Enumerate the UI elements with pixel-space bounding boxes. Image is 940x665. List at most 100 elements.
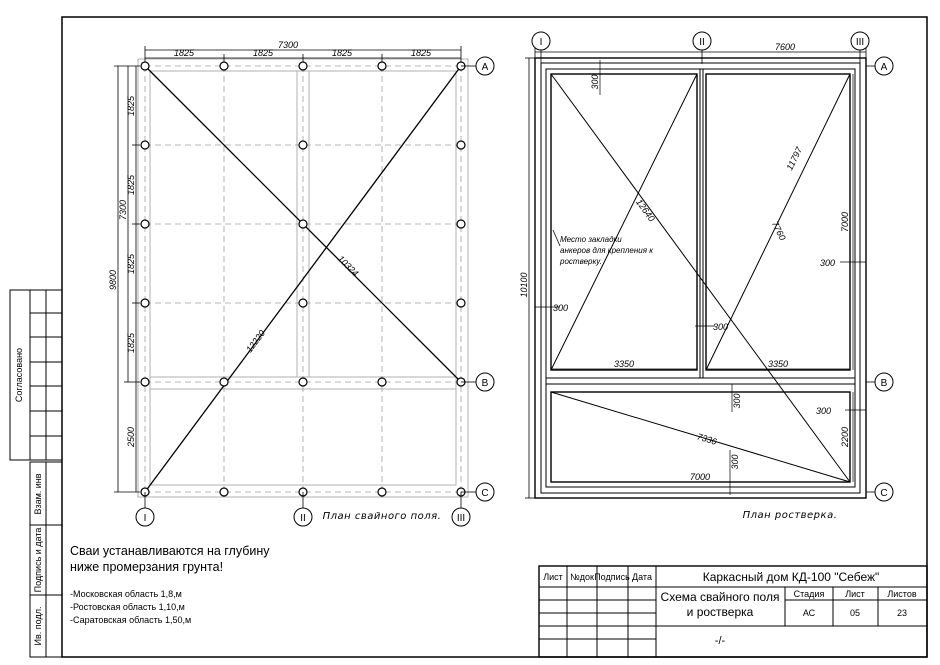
title-col-sheet: Лист (543, 572, 563, 582)
grillage-dim-300-mid: 300 (713, 322, 728, 332)
pile-16 (219, 377, 229, 387)
grillage-span-3350-left: 3350 (614, 359, 634, 369)
title-drawing-line-2: и ростверка (687, 605, 754, 619)
pile-plan-left-overall: 9800 (108, 270, 118, 290)
pile-10 (298, 219, 308, 229)
title-stage-value: АС (803, 608, 816, 618)
axis-label-III-top: III (856, 37, 864, 48)
axis-bubble-II-bottom (293, 507, 313, 527)
pile-plan-top-span-1: 1825 (174, 48, 195, 58)
pile-plan-top-span-3: 1825 (332, 48, 353, 58)
pile-plan-left-overall-mid: 7300 (118, 200, 128, 220)
pile-plan-top-span-4: 1825 (411, 48, 432, 58)
pile-plan-top-span-2: 1825 (253, 48, 274, 58)
pile-plan-left-span-5: 2500 (126, 427, 136, 448)
pile-21 (219, 487, 229, 497)
side-agreed-label: Согласовано (14, 348, 24, 402)
grillage-diag-11797: 11797 (784, 145, 804, 172)
title-sheets-label: Листов (887, 589, 916, 599)
pile-15 (140, 377, 150, 387)
axis-bubble-B-right (475, 372, 495, 392)
notes-list: -Московская область 1,8,м -Ростовская об… (70, 588, 191, 627)
axis-label-III-bottom: III (457, 513, 465, 524)
pile-plan: 7300 1825 1825 1825 1825 1825 1825 1825 … (108, 40, 495, 527)
side-replace-inv-label: Взам. инв (33, 473, 43, 514)
title-stage-label: Стадия (794, 589, 825, 599)
pile-plan-caption: План свайного поля. (323, 511, 442, 522)
pile-2 (219, 61, 229, 71)
grillage-diag-7336: 7336 (696, 431, 718, 446)
pile-9 (140, 219, 150, 229)
title-col-date: Дата (632, 572, 652, 582)
pile-plan-left-dimension (114, 65, 140, 493)
pile-3 (298, 61, 308, 71)
title-project-name: Каркасный дом КД-100 "Себеж" (703, 570, 880, 584)
pile-plan-left-span-2: 1825 (126, 174, 136, 195)
grillage-plan-caption: План ростверка. (743, 510, 838, 521)
axis-bubble-A-grillage (874, 56, 894, 76)
notes-item-rostov: -Ростовская область 1,10,м (70, 602, 185, 612)
axis-label-C-grillage: C (880, 488, 887, 499)
axis-label-I-top: I (540, 37, 543, 48)
pile-plan-left-span-3: 1825 (126, 253, 136, 274)
pile-7 (298, 140, 308, 150)
notes-item-saratov: -Саратовская область 1,50,м (70, 615, 192, 625)
grillage-dim-300-left: 300 (553, 303, 568, 313)
grillage-span-7000-bottom: 7000 (690, 472, 710, 482)
grillage-dim-7000-right: 7000 (840, 212, 850, 232)
grillage-dim-2200-right: 2200 (840, 427, 850, 448)
pile-plan-left-span-1: 1825 (126, 95, 136, 116)
pile-plan-left-span-4: 1825 (126, 332, 136, 353)
axis-label-A-grillage: A (881, 62, 888, 73)
pile-1 (140, 61, 150, 71)
pile-6 (140, 140, 150, 150)
axis-bubble-III-top (850, 31, 870, 51)
grillage-plan-axis-leaders (540, 48, 875, 493)
axis-label-II-bottom: II (300, 513, 306, 524)
grillage-left-overall: 10100 (519, 272, 529, 297)
pile-17 (298, 377, 308, 387)
anchor-note-line-1: Место закладки (560, 235, 622, 244)
grillage-plan-beams (534, 57, 867, 499)
pile-plan-top-overall: 7300 (278, 40, 298, 50)
pile-4 (377, 61, 387, 71)
grillage-dim-300-right-low: 300 (816, 406, 831, 416)
title-sheets-value: 23 (897, 608, 907, 618)
grillage-diag-7760: 7760 (770, 219, 788, 241)
axis-bubble-B-grillage (874, 372, 894, 392)
pile-plan-diag-2-dim: 12220 (244, 328, 267, 354)
anchor-note-leader (552, 229, 561, 247)
axis-label-B-right: B (482, 378, 489, 389)
pile-plan-top-dimension (144, 46, 462, 62)
pile-14 (456, 298, 466, 308)
title-blank-field: -/- (715, 635, 726, 647)
title-block (538, 565, 928, 658)
grillage-span-3350-right: 3350 (768, 359, 788, 369)
side-sign-date-label: Подпись и дата (33, 528, 43, 593)
grillage-plan-diagonals (550, 73, 851, 483)
grillage-top-overall: 7600 (775, 42, 795, 52)
grillage-dim-300-bottom-mid: 300 (732, 393, 742, 408)
grillage-plan-overall-dimensions (525, 48, 867, 499)
pile-8 (456, 140, 466, 150)
axis-bubble-C-right (475, 482, 495, 502)
notes-heading-line-2: ниже промерзания грунта! (70, 560, 224, 574)
pile-23 (377, 487, 387, 497)
axis-bubble-C-grillage (874, 482, 894, 502)
notes-heading-line-1: Сваи устанавливаются на глубину (70, 544, 270, 558)
title-sheet-value: 05 (850, 608, 860, 618)
pile-12 (140, 298, 150, 308)
grillage-diag-12640: 12640 (634, 197, 657, 223)
axis-label-A-right: A (482, 62, 489, 73)
grillage-plan: I II III A B C 7600 10100 (519, 31, 894, 521)
axis-label-II-top: II (699, 37, 705, 48)
axis-bubble-III-bottom (451, 507, 471, 527)
grillage-plan-local-dimensions (535, 60, 866, 495)
pile-plan-diagonal-2 (144, 65, 462, 493)
axis-bubble-I-bottom (135, 507, 155, 527)
grillage-dim-300-bottom-low: 300 (730, 454, 740, 469)
axis-bubble-A-right (475, 56, 495, 76)
axis-label-C-right: C (481, 488, 488, 499)
notes-item-moscow: -Московская область 1,8,м (70, 589, 182, 599)
pile-plan-axis-leaders (144, 65, 476, 508)
